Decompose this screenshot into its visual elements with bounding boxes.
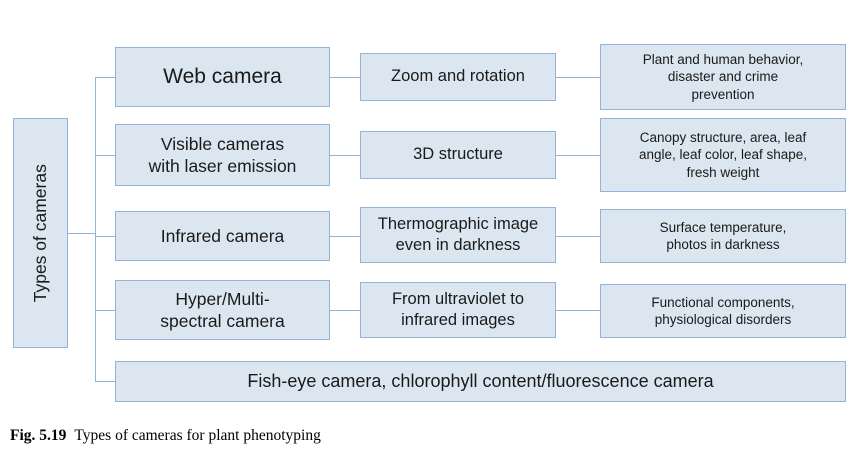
node-app-behavior-crime: Plant and human behavior, disaster and c…	[600, 44, 846, 110]
node-3d-structure: 3D structure	[360, 131, 556, 179]
connector-spine-row5	[95, 381, 115, 382]
connector-row1-a-b	[330, 77, 360, 78]
connector-row1-b-c	[556, 77, 600, 78]
connector-spine-row1	[95, 77, 115, 78]
node-zoom-rotation-label: Zoom and rotation	[391, 67, 525, 86]
node-web-camera: Web camera	[115, 47, 330, 107]
node-infrared-camera: Infrared camera	[115, 211, 330, 261]
node-fisheye-chlorophyll-camera: Fish-eye camera, chlorophyll content/flu…	[115, 361, 846, 402]
node-root-label: Types of cameras	[30, 163, 51, 303]
node-visible-laser-camera-label: Visible cameras with laser emission	[148, 133, 297, 176]
node-hyper-multi-spectral-camera: Hyper/Multi-spectral camera	[115, 280, 330, 340]
node-thermographic-image-label: Thermographic image even in darkness	[377, 214, 539, 254]
node-app-behavior-crime-label: Plant and human behavior, disaster and c…	[642, 52, 804, 102]
connector-spine-row2	[95, 155, 115, 156]
node-app-canopy-structure: Canopy structure, area, leaf angle, leaf…	[600, 118, 846, 192]
connector-root-to-spine	[68, 233, 95, 234]
node-web-camera-label: Web camera	[163, 64, 282, 88]
node-ultraviolet-infrared-label: From ultraviolet to infrared images	[391, 289, 525, 329]
node-fisheye-chlorophyll-camera-label: Fish-eye camera, chlorophyll content/flu…	[247, 370, 714, 391]
node-ultraviolet-infrared: From ultraviolet to infrared images	[360, 282, 556, 338]
connector-row2-a-b	[330, 155, 360, 156]
node-app-functional-components-label: Functional components, physiological dis…	[651, 294, 795, 327]
node-infrared-camera-label: Infrared camera	[160, 225, 285, 246]
caption-label: Fig. 5.19	[10, 427, 67, 444]
connector-spine-row3	[95, 236, 115, 237]
figure-caption: Fig. 5.19 Types of cameras for plant phen…	[10, 427, 321, 445]
node-app-surface-temperature: Surface temperature, photos in darkness	[600, 209, 846, 263]
node-3d-structure-label: 3D structure	[413, 145, 503, 164]
node-root: Types of cameras	[13, 118, 68, 348]
node-thermographic-image: Thermographic image even in darkness	[360, 207, 556, 263]
connector-row2-b-c	[556, 155, 600, 156]
connector-row3-b-c	[556, 236, 600, 237]
node-visible-laser-camera: Visible cameras with laser emission	[115, 124, 330, 186]
node-app-surface-temperature-label: Surface temperature, photos in darkness	[659, 219, 787, 252]
node-hyper-multi-spectral-camera-label: Hyper/Multi-spectral camera	[160, 288, 285, 331]
connector-row4-a-b	[330, 310, 360, 311]
connector-row3-a-b	[330, 236, 360, 237]
caption-text: Types of cameras for plant phenotyping	[74, 427, 321, 444]
node-app-canopy-structure-label: Canopy structure, area, leaf angle, leaf…	[638, 130, 808, 180]
node-app-functional-components: Functional components, physiological dis…	[600, 284, 846, 338]
connector-spine	[95, 77, 96, 382]
node-zoom-rotation: Zoom and rotation	[360, 53, 556, 101]
connector-spine-row4	[95, 310, 115, 311]
connector-row4-b-c	[556, 310, 600, 311]
